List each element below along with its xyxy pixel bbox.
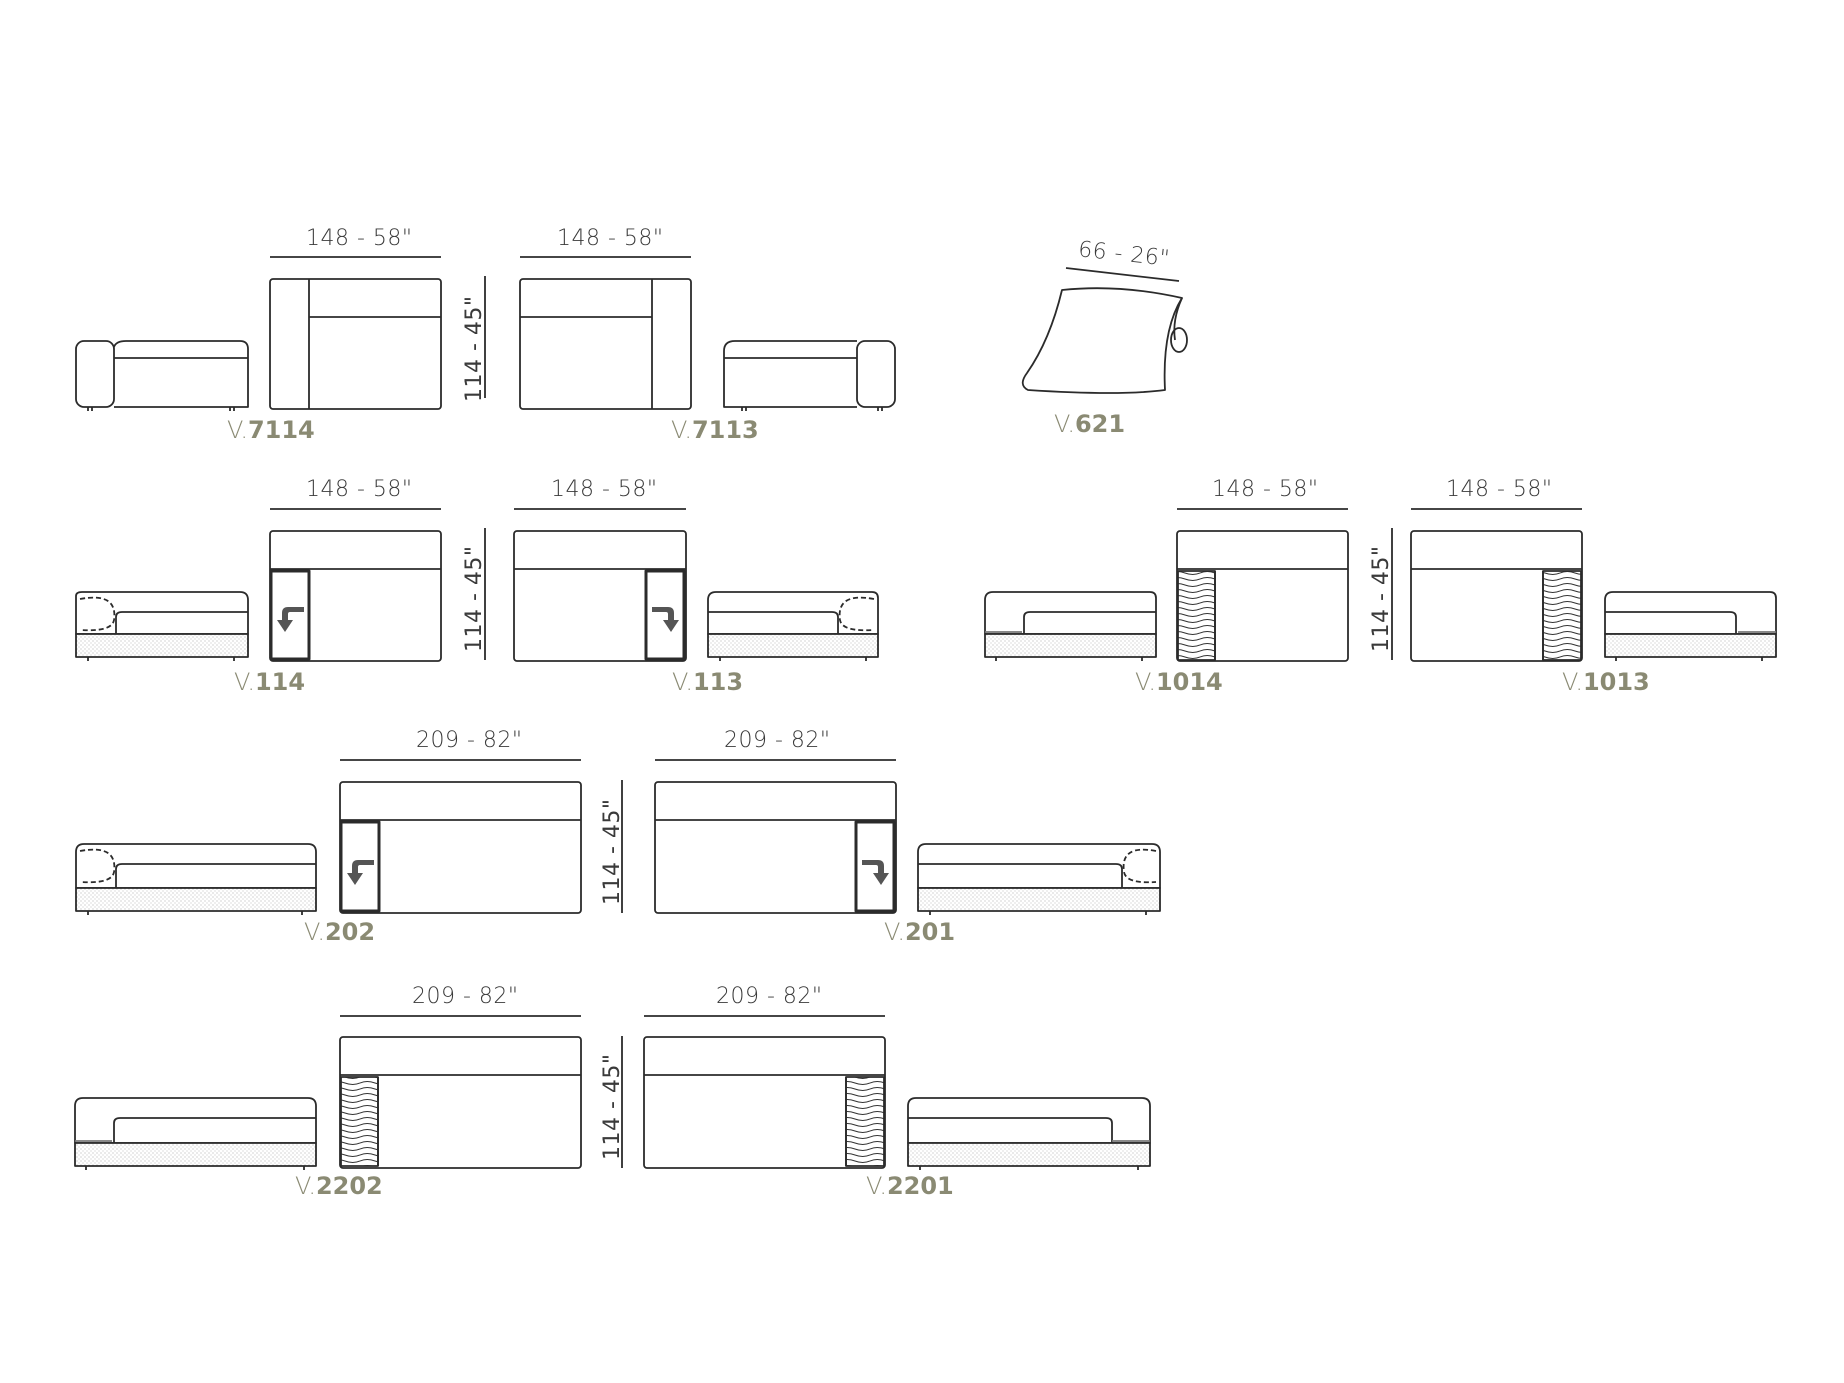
module-v1014-drawing: [984, 508, 1393, 662]
width-dimension: 209 - 82": [716, 984, 823, 1009]
depth-dimension: 114 - 45": [1369, 545, 1394, 652]
width-dimension: 148 - 58": [1212, 477, 1319, 502]
module-v113-drawing: [513, 508, 879, 662]
module-v2202-drawing: [74, 1015, 623, 1170]
model-code: V.7114: [227, 416, 315, 444]
arrow-left-icon: [277, 607, 304, 632]
width-dimension: 148 - 58": [557, 226, 664, 251]
model-code: V.113: [672, 668, 744, 696]
module-v2201-drawing: [643, 1015, 1151, 1170]
model-code: V.114: [234, 668, 306, 696]
width-dimension: 209 - 82": [416, 728, 523, 753]
module-v1013-drawing: [1410, 508, 1777, 662]
width-dimension: 148 - 58": [551, 477, 658, 502]
model-code: V.2202: [295, 1172, 383, 1200]
model-code: V.202: [304, 918, 376, 946]
module-v7114-drawing: [75, 256, 486, 411]
width-dimension: 148 - 58": [1446, 477, 1553, 502]
arrow-right-icon: [652, 607, 679, 632]
model-code: V.2201: [866, 1172, 954, 1200]
model-code: V.201: [884, 918, 956, 946]
depth-dimension: 114 - 45": [600, 798, 625, 905]
width-dimension: 209 - 82": [724, 728, 831, 753]
module-v114-drawing: [75, 508, 486, 662]
depth-dimension: 114 - 45": [600, 1053, 625, 1160]
depth-dimension: 114 - 45": [462, 545, 487, 652]
module-v621-drawing: [1021, 267, 1188, 394]
model-code: V.1014: [1135, 668, 1223, 696]
module-v201-drawing: [654, 759, 1161, 915]
width-dimension: 209 - 82": [412, 984, 519, 1009]
model-code: V.7113: [671, 416, 759, 444]
module-v202-drawing: [75, 759, 623, 915]
width-dimension: 148 - 58": [306, 477, 413, 502]
depth-dimension: 114 - 45": [462, 295, 487, 402]
module-v7113-drawing: [519, 256, 896, 411]
width-dimension: 148 - 58": [306, 226, 413, 251]
model-code: V.1013: [1562, 668, 1650, 696]
arrow-left-icon: [347, 860, 374, 885]
model-code: V.621: [1054, 410, 1126, 438]
arrow-right-icon: [862, 860, 889, 885]
